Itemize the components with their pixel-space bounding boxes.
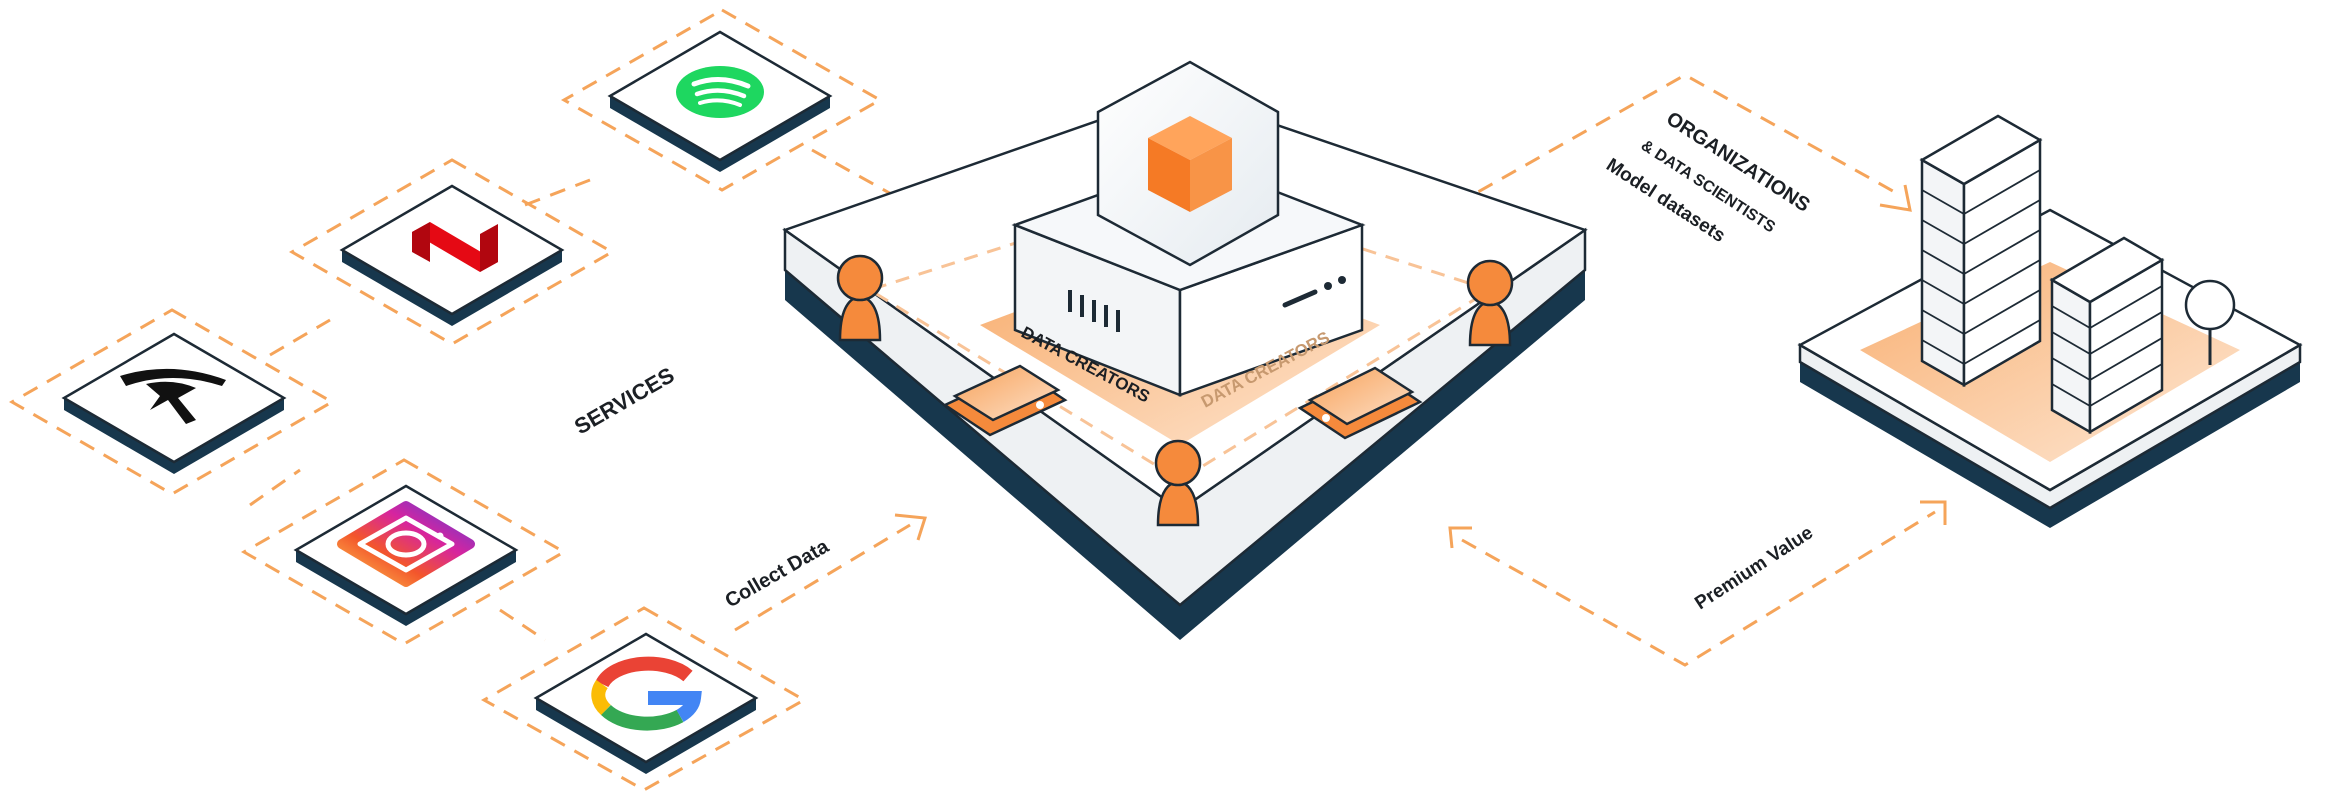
phone-icon	[1297, 366, 1423, 440]
spotify-icon	[676, 66, 764, 118]
netflix-icon	[412, 222, 498, 272]
server-indicator	[1282, 276, 1346, 308]
server-vent	[1068, 290, 1120, 332]
tree-icon	[2184, 279, 2236, 365]
organization-platform	[1797, 208, 2303, 528]
person-icon	[1466, 259, 1514, 347]
google-icon	[591, 656, 702, 731]
flow-arrows	[734, 73, 1947, 667]
person-icon	[1154, 439, 1202, 527]
person-icon	[836, 254, 884, 342]
service-tile-instagram[interactable]	[293, 484, 519, 626]
service-tile-netflix[interactable]	[339, 184, 565, 326]
service-tile-spotify[interactable]	[607, 30, 833, 172]
service-tile-tesla[interactable]	[61, 332, 287, 474]
phone-icon	[942, 364, 1068, 437]
service-tile-google[interactable]	[533, 632, 759, 774]
collect-data-label: Collect Data	[722, 535, 834, 612]
premium-value-label: Premium Value	[1691, 522, 1817, 614]
tesla-icon	[120, 368, 226, 424]
tall-building	[1919, 114, 2043, 388]
services-label: SERVICES	[570, 362, 679, 439]
data-cube	[1096, 60, 1280, 267]
short-building	[2049, 236, 2165, 435]
service-dashed-frames	[8, 8, 884, 792]
orange-core-cube	[1148, 116, 1232, 212]
instagram-icon	[337, 501, 475, 587]
